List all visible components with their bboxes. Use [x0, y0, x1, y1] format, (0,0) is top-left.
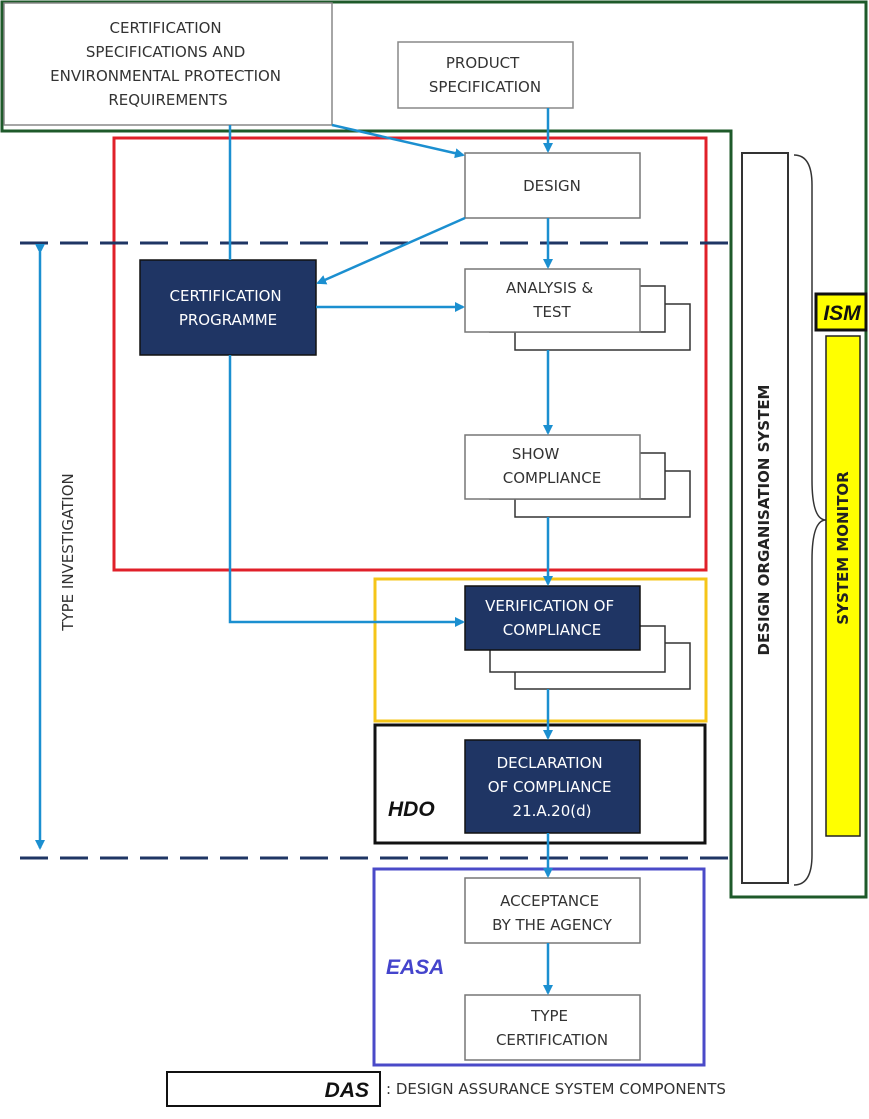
ism-label: ISM: [823, 302, 861, 325]
black-frame: [373, 723, 707, 845]
system-monitor-bar: [825, 335, 861, 837]
yellow-frame: [373, 577, 708, 723]
acceptance-box: [464, 877, 641, 944]
design-label: DESIGN: [523, 177, 581, 195]
declaration-box: [464, 739, 641, 834]
acceptance-label: ACCEPTANCE BY THE AGENCY: [492, 892, 613, 934]
arrow-specs-to-design: [331, 123, 465, 159]
type-cert-box: [464, 994, 641, 1061]
type-cert-label: TYPE CERTIFICATION: [496, 1007, 608, 1049]
arrow-design-to-programme: [316, 216, 466, 285]
analysis-test-box: [464, 268, 641, 333]
analysis-test-label: ANALYSIS & TEST: [506, 279, 598, 321]
green-frame: [0, 0, 868, 899]
system-monitor-label: SYSTEM MONITOR: [834, 471, 852, 625]
design-org-system-label: DESIGN ORGANISATION SYSTEM: [755, 385, 773, 656]
verification-box: [464, 585, 641, 651]
arrow-programme-to-verification: [228, 355, 465, 627]
show-compliance-box: [464, 434, 641, 500]
legend-das-label: DAS: [325, 1079, 369, 1102]
verification-label: VERIFICATION OF COMPLIANCE: [485, 597, 619, 639]
product-spec-box: [397, 41, 574, 109]
legend-das-box: [166, 1071, 381, 1107]
declaration-label: DECLARATION OF COMPLIANCE 21.A.20(d): [488, 754, 616, 820]
legend-text: : DESIGN ASSURANCE SYSTEM COMPONENTS: [386, 1080, 726, 1098]
ism-box: [814, 292, 868, 332]
cert-specs-label: CERTIFICATION SPECIFICATIONS AND ENVIRON…: [50, 19, 286, 109]
show-compliance-label: SHOW COMPLIANCE: [503, 445, 601, 487]
design-box: [464, 152, 641, 219]
cert-specs-box: [3, 2, 333, 126]
design-org-system-box: [741, 152, 789, 884]
easa-tag: EASA: [386, 956, 444, 979]
cert-programme-label: CERTIFICATION PROGRAMME: [170, 287, 287, 329]
cert-programme-box: [139, 259, 317, 356]
type-investigation-label: TYPE INVESTIGATION: [59, 473, 77, 631]
curly-brace: [793, 154, 827, 886]
red-frame: [112, 136, 708, 572]
product-spec-label: PRODUCT SPECIFICATION: [429, 54, 541, 96]
blue-frame: [372, 867, 706, 1067]
hdo-tag: HDO: [388, 798, 435, 821]
